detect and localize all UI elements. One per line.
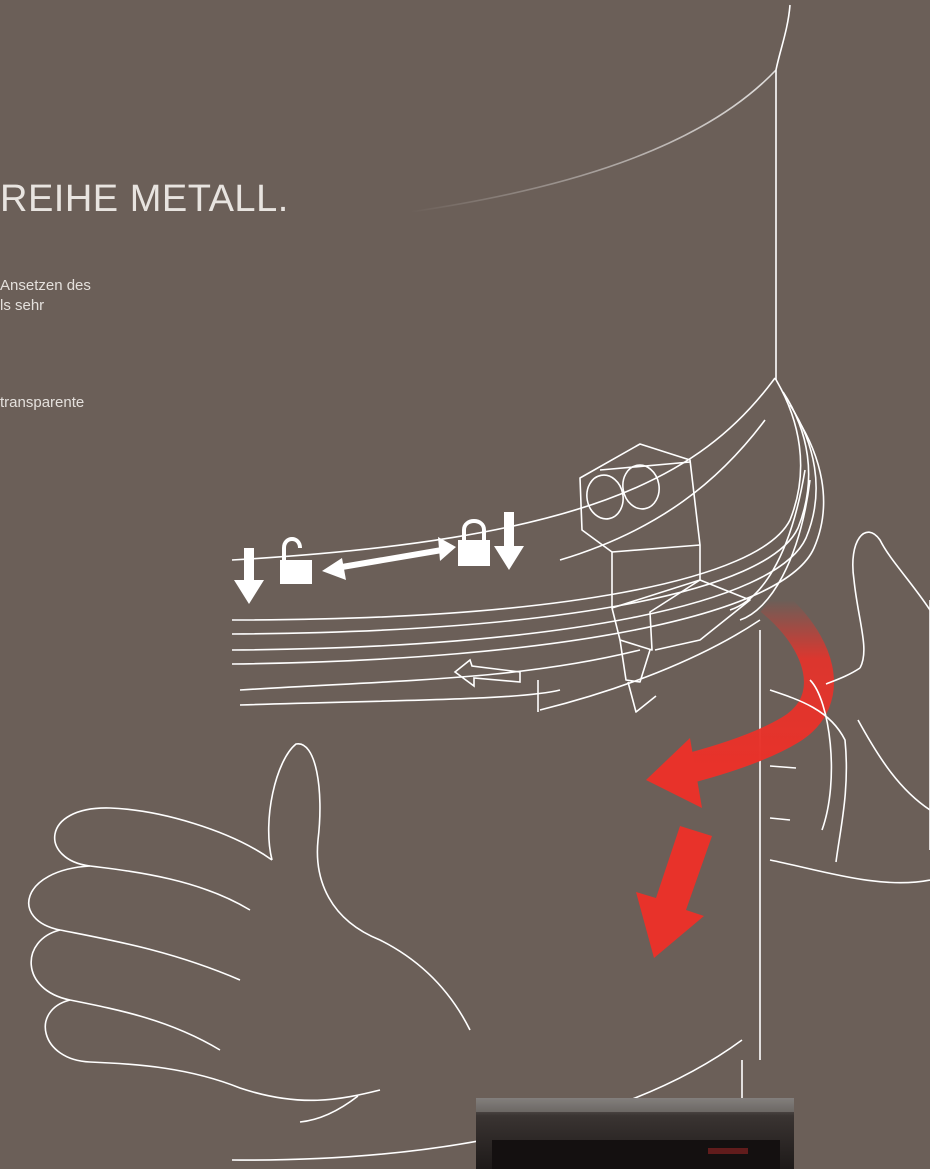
- lock-indicators: [234, 512, 524, 604]
- body-paragraph-2: transparente: [0, 393, 84, 413]
- paragraph-1-line-1: Ansetzen des: [0, 276, 91, 296]
- paragraph-1-line-2: ls sehr: [0, 296, 91, 316]
- arrow-down-icon: [234, 548, 264, 604]
- cylinder-outline: [232, 5, 790, 1169]
- display-device: [476, 1098, 794, 1169]
- left-hand: [29, 744, 470, 1122]
- unlocked-padlock-icon: [280, 539, 312, 584]
- locked-padlock-icon: [458, 521, 490, 566]
- right-hand: [770, 532, 930, 883]
- page-heading: REIHE METALL.: [0, 178, 289, 221]
- double-arrow-icon: [322, 537, 456, 580]
- paragraph-2-line-1: transparente: [0, 393, 84, 413]
- ring-bands: [232, 378, 824, 712]
- body-paragraph-1: Ansetzen des ls sehr: [0, 276, 91, 316]
- curved-red-arrow-icon: [646, 600, 819, 808]
- red-down-arrow-icon: [636, 826, 712, 958]
- arrow-down-icon: [494, 512, 524, 570]
